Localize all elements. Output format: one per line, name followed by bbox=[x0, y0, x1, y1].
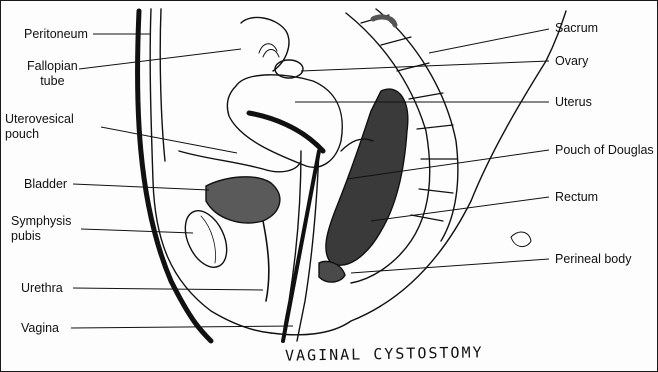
handwritten-caption: VAGINAL CYSTOSTOMY bbox=[285, 343, 484, 364]
leader-sacrum bbox=[429, 29, 549, 53]
label-sacrum: Sacrum bbox=[555, 21, 598, 36]
leader-bladder bbox=[73, 184, 209, 190]
leader-uterovesical-pouch bbox=[101, 127, 237, 153]
label-perineal-body: Perineal body bbox=[555, 252, 631, 267]
bladder-shape bbox=[206, 177, 280, 223]
urethra-path bbox=[263, 221, 269, 301]
label-uterus: Uterus bbox=[555, 95, 592, 110]
label-rectum: Rectum bbox=[555, 190, 598, 205]
posterior-contour bbox=[471, 11, 566, 201]
label-symphysis-pubis: Symphysis pubis bbox=[11, 214, 71, 244]
leader-perineal-body bbox=[351, 259, 549, 273]
label-ovary: Ovary bbox=[555, 54, 588, 69]
vagina-wall-front bbox=[283, 151, 301, 341]
label-vagina: Vagina bbox=[21, 321, 59, 336]
label-bladder: Bladder bbox=[24, 177, 67, 192]
leader-urethra bbox=[73, 288, 263, 290]
leader-symphysis bbox=[81, 229, 193, 233]
label-urethra: Urethra bbox=[21, 281, 63, 296]
fimbriae bbox=[259, 44, 279, 57]
label-fallopian-tube: Fallopian tube bbox=[27, 59, 78, 89]
label-uterovesical-pouch: Uterovesical pouch bbox=[5, 112, 74, 142]
label-peritoneum: Peritoneum bbox=[24, 27, 88, 42]
rectum-shape bbox=[326, 89, 408, 265]
leader-vagina bbox=[71, 326, 293, 328]
leader-ovary bbox=[301, 61, 549, 71]
uterus-outline bbox=[227, 75, 342, 167]
leader-rectum bbox=[371, 197, 549, 221]
uterovesical-fold bbox=[179, 151, 301, 172]
label-pouch-of-douglas: Pouch of Douglas bbox=[555, 143, 654, 158]
